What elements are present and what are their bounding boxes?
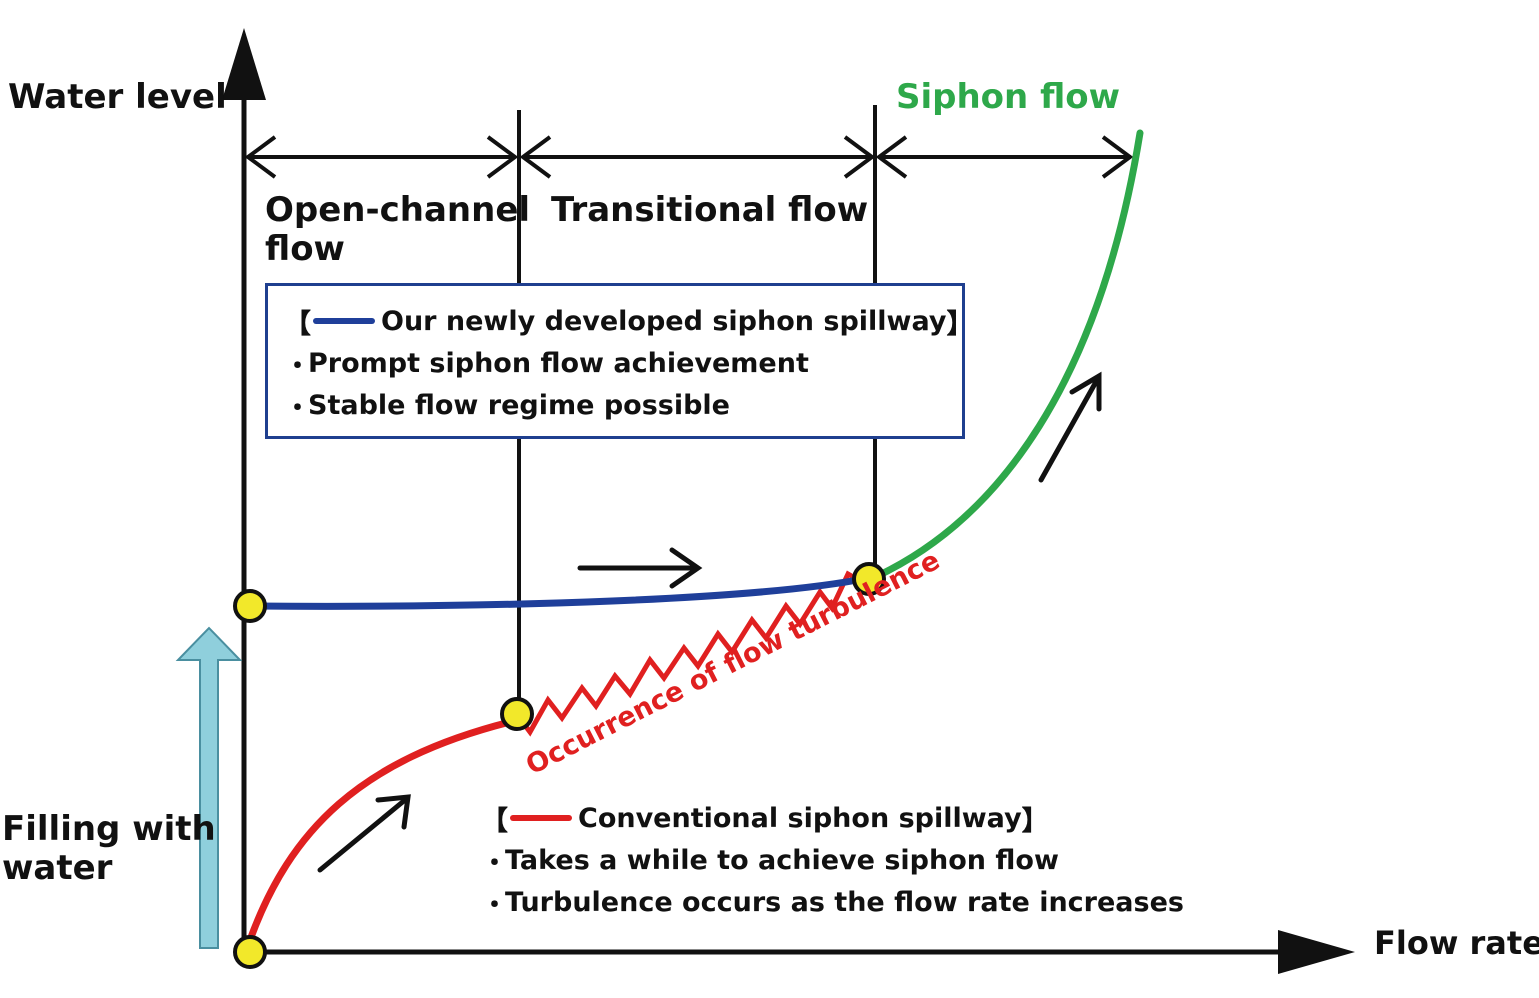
span-arrow-open-channel — [244, 135, 519, 179]
legend-conventional-item-text: Turbulence occurs as the flow rate incre… — [505, 886, 1184, 918]
legend-conventional-item: ・ Turbulence occurs as the flow rate inc… — [481, 881, 1184, 923]
direction-arrow-upper — [1038, 371, 1102, 483]
legend-new-item: ・ Prompt siphon flow achievement — [284, 342, 973, 384]
new-siphon-curve — [246, 574, 872, 610]
region-open-channel-label: Open-channel flow — [265, 190, 531, 270]
filling-label: Filling with water — [2, 809, 216, 889]
direction-arrow-lower — [317, 794, 411, 873]
y-axis-label: Water level — [8, 77, 227, 117]
legend-conventional-bullet: ・ — [481, 889, 508, 921]
legend-conventional-title-row: 【 Conventional siphon spillway 】 — [481, 797, 1184, 839]
marker-conventional-transition — [500, 697, 534, 731]
legend-conventional-swatch — [510, 815, 572, 821]
legend-new-bullet: ・ — [284, 350, 311, 382]
y-axis-arrowhead — [222, 28, 266, 100]
legend-new-bullet: ・ — [284, 392, 311, 424]
turbulence-label: Occurrence of flow turbulence — [521, 545, 945, 781]
legend-new-item-text: Prompt siphon flow achievement — [308, 347, 809, 379]
region-transitional-label: Transitional flow — [551, 190, 869, 230]
marker-new-start — [233, 589, 267, 623]
legend-conventional-open-bracket: 【 — [481, 805, 508, 837]
legend-new-item: ・ Stable flow regime possible — [284, 384, 973, 426]
filling-arrow — [175, 626, 243, 949]
span-arrow-siphon — [875, 135, 1134, 179]
legend-conventional-close-bracket: 】 — [1021, 805, 1049, 837]
direction-arrow-middle — [577, 547, 703, 589]
span-arrow-transitional — [519, 135, 876, 179]
x-axis-label: Flow rate — [1374, 924, 1539, 962]
legend-new-spillway: 【 Our newly developed siphon spillway 】 … — [265, 283, 973, 439]
x-axis-arrowhead — [1278, 930, 1355, 974]
legend-new-title-row: 【 Our newly developed siphon spillway 】 — [284, 300, 973, 342]
siphon-flow-curve — [869, 129, 1144, 582]
legend-new-item-text: Stable flow regime possible — [308, 389, 730, 421]
legend-new-title: Our newly developed siphon spillway — [381, 305, 947, 337]
marker-siphon-start — [852, 562, 886, 596]
legend-conventional-item: ・ Takes a while to achieve siphon flow — [481, 839, 1184, 881]
legend-new-open-bracket: 【 — [284, 308, 311, 340]
legend-new-swatch — [313, 318, 375, 324]
turbulence-zigzag — [516, 570, 864, 737]
marker-origin — [233, 935, 267, 969]
legend-conventional-spillway: 【 Conventional siphon spillway 】 ・ Takes… — [481, 797, 1184, 923]
conventional-curve — [246, 718, 514, 944]
legend-new-close-bracket: 】 — [946, 308, 974, 340]
region-siphon-label: Siphon flow — [896, 77, 1121, 117]
legend-conventional-item-text: Takes a while to achieve siphon flow — [505, 844, 1059, 876]
legend-conventional-bullet: ・ — [481, 847, 508, 879]
legend-conventional-title: Conventional siphon spillway — [578, 802, 1022, 834]
